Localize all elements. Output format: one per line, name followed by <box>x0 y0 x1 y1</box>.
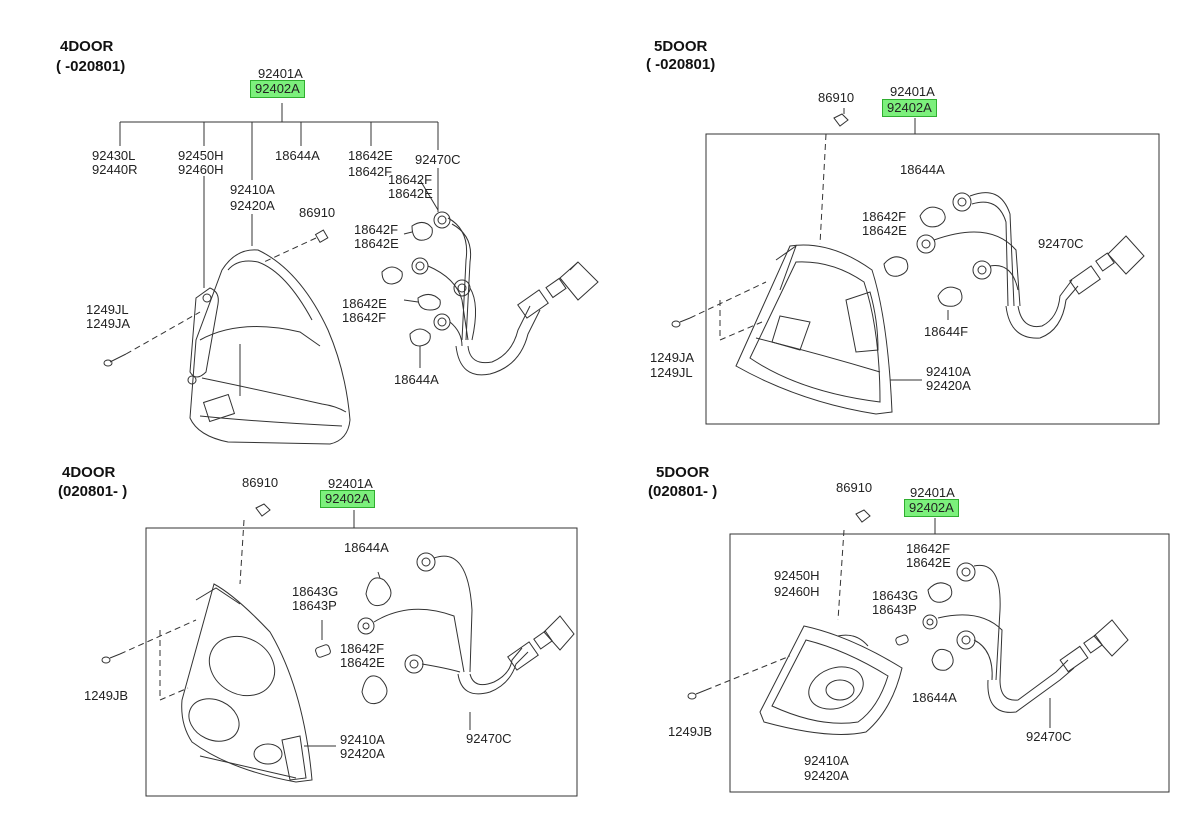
part-label: 92470C <box>466 731 512 746</box>
part-label: 86910 <box>818 90 855 105</box>
grommet-icon <box>837 509 871 621</box>
wire-harness <box>373 555 575 695</box>
part-label: 18644A <box>344 540 389 555</box>
part-label: 18644A <box>394 372 439 387</box>
part-label: 18642F <box>340 641 385 656</box>
socket-icon <box>922 562 976 650</box>
part-label: 18644A <box>275 148 320 163</box>
section-title: 4DOOR <box>60 38 114 55</box>
part-label: 92410A <box>340 732 385 747</box>
section-4door-early-drawing <box>103 103 599 445</box>
part-label: 92410A <box>230 182 275 197</box>
grommet-icon <box>819 108 849 245</box>
part-label: 92430L <box>92 148 136 163</box>
part-label: 18642E <box>342 296 387 311</box>
tail-lamp-body <box>759 625 903 735</box>
assembly-part-number: 92401A <box>910 485 955 500</box>
highlighted-part-number[interactable]: 92402A <box>882 99 937 117</box>
section-range: (020801- ) <box>648 483 718 500</box>
grommet-icon <box>239 503 271 585</box>
section-range: ( -020801) <box>646 56 716 73</box>
part-label: 92470C <box>415 152 461 167</box>
grommet-icon <box>263 229 329 263</box>
part-label: 92470C <box>1038 236 1084 251</box>
screw-icon <box>103 311 201 367</box>
tail-lamp-body <box>735 244 893 415</box>
part-label: 92420A <box>804 768 849 783</box>
wire-harness <box>933 192 1145 339</box>
section-5door-early-drawing <box>671 108 1160 425</box>
part-label: 92460H <box>774 584 820 599</box>
part-label: 1249JL <box>86 302 129 317</box>
part-label: 18642E <box>354 236 399 251</box>
tail-lamp-body <box>181 583 313 783</box>
section-title: 4DOOR <box>62 464 116 481</box>
part-label: 18644F <box>924 324 969 339</box>
section-5door-late-drawing <box>687 509 1170 793</box>
screw-icon <box>671 281 767 341</box>
mount-bracket <box>187 287 219 385</box>
part-label: 1249JB <box>84 688 129 703</box>
part-label: 18642E <box>348 148 393 163</box>
part-label: 1249JB <box>668 724 713 739</box>
part-label: 18642F <box>862 209 907 224</box>
part-label: 18642E <box>862 223 907 238</box>
part-label: 18643P <box>872 602 917 617</box>
part-label: 92460H <box>178 162 224 177</box>
part-label: 18642F <box>906 541 951 556</box>
bulb-icon <box>381 222 441 368</box>
part-label: 18643P <box>292 598 337 613</box>
part-label: 86910 <box>299 205 336 220</box>
part-label: 86910 <box>242 475 279 490</box>
part-label: 18642E <box>340 655 385 670</box>
part-label: 1249JA <box>86 316 131 331</box>
socket-icon <box>916 192 992 280</box>
bulb-icon <box>895 582 954 671</box>
part-label: 86910 <box>836 480 873 495</box>
part-label: 18642F <box>354 222 399 237</box>
tail-lamp-body <box>189 249 351 445</box>
assembly-part-number: 92401A <box>258 66 303 81</box>
assembly-part-number: 92401A <box>328 476 373 491</box>
section-4door-late-drawing <box>101 503 578 797</box>
part-label: 18643G <box>872 588 919 603</box>
part-label: 1249JA <box>650 350 695 365</box>
section-range: ( -020801) <box>56 58 126 75</box>
part-label: 92410A <box>804 753 849 768</box>
part-label: 92450H <box>774 568 820 583</box>
section-title: 5DOOR <box>654 38 708 55</box>
highlighted-part-number[interactable]: 92402A <box>320 490 375 508</box>
part-label: 18642F <box>388 172 433 187</box>
wire-harness <box>937 564 1129 713</box>
part-label: 92420A <box>230 198 275 213</box>
part-label: 92440R <box>92 162 138 177</box>
part-label: 92470C <box>1026 729 1072 744</box>
part-label: 18643G <box>292 584 339 599</box>
part-label: 92450H <box>178 148 224 163</box>
bulb-icon <box>315 571 392 705</box>
wire-harness <box>427 217 599 376</box>
highlighted-part-number[interactable]: 92402A <box>250 80 305 98</box>
screw-icon <box>687 655 791 700</box>
part-label: 1249JL <box>650 365 693 380</box>
highlighted-part-number[interactable]: 92402A <box>904 499 959 517</box>
bulb-icon <box>883 206 963 320</box>
part-label: 92420A <box>340 746 385 761</box>
part-label: 18644A <box>912 690 957 705</box>
screw-icon <box>101 619 197 701</box>
part-label: 92420A <box>926 378 971 393</box>
part-label: 18642F <box>348 164 393 179</box>
part-label: 18642F <box>342 310 387 325</box>
section-range: (020801- ) <box>58 483 128 500</box>
part-label: 18642E <box>388 186 433 201</box>
part-label: 18644A <box>900 162 945 177</box>
assembly-part-number: 92401A <box>890 84 935 99</box>
part-label: 18642E <box>906 555 951 570</box>
part-label: 92410A <box>926 364 971 379</box>
section-title: 5DOOR <box>656 464 710 481</box>
